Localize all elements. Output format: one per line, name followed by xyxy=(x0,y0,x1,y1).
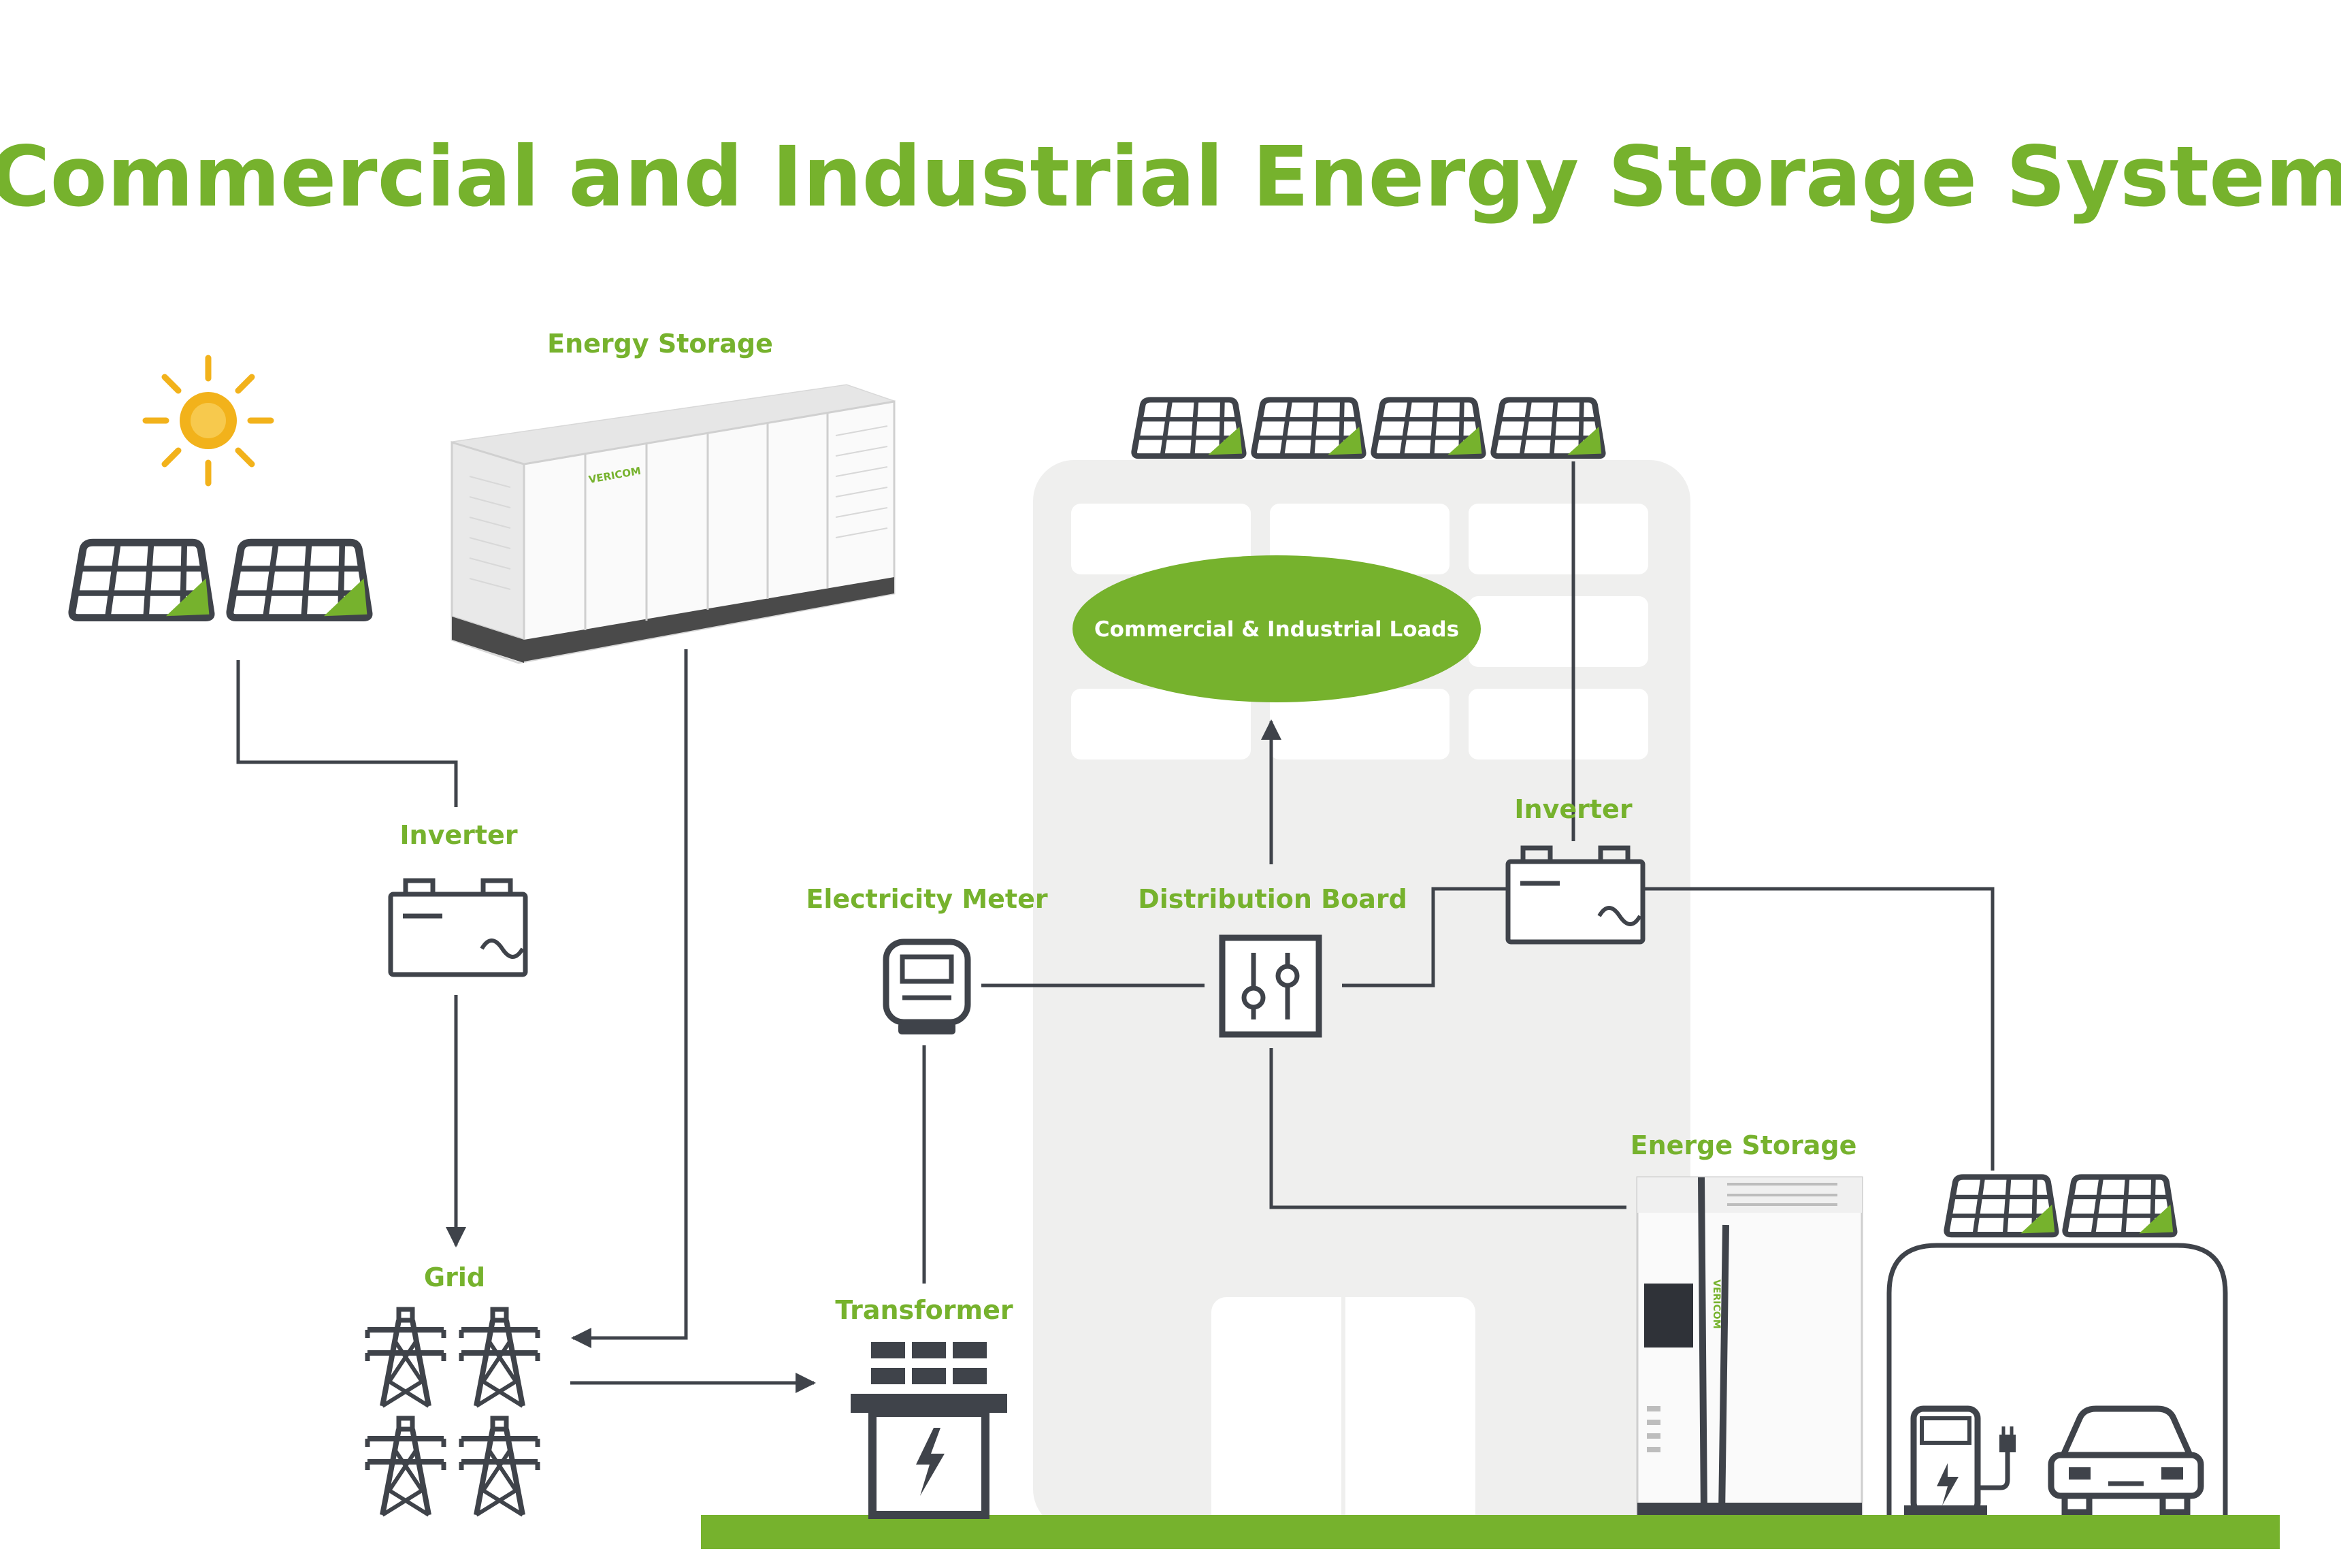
transmission-tower-icon xyxy=(461,1309,538,1406)
solar-panel-icon xyxy=(1374,399,1484,456)
distribution-board-icon xyxy=(1219,934,1322,1038)
transformer-icon xyxy=(851,1342,1007,1519)
electricity-meter-icon xyxy=(883,938,971,1034)
electricity-meter-label: Electricity Meter xyxy=(806,884,1047,914)
ev-charger-icon xyxy=(1904,1405,2016,1516)
grid-label: Grid xyxy=(424,1262,485,1292)
inverter-left-label: Inverter xyxy=(399,820,517,850)
solar-panel-icon xyxy=(1947,1177,2057,1235)
energy-storage-container: VERICOM xyxy=(451,384,896,664)
building xyxy=(1033,460,1690,1530)
rooftop-solar-panels xyxy=(1134,399,1603,456)
solar-panel-icon xyxy=(2065,1177,2175,1235)
distribution-board-label: Distribution Board xyxy=(1138,884,1407,914)
transformer-label: Transformer xyxy=(835,1295,1013,1325)
connector-lines xyxy=(236,461,1995,1393)
sun-icon xyxy=(142,355,274,487)
brand-logo: VERICOM xyxy=(1711,1279,1722,1329)
loads-ellipse xyxy=(1073,555,1481,702)
energy-storage-top-label: Energy Storage xyxy=(547,329,773,359)
loads-label: Commercial & Industrial Loads xyxy=(1094,617,1459,642)
transmission-tower-icon xyxy=(367,1418,444,1515)
energy-storage-cabinet: VERICOM xyxy=(1636,1176,1863,1516)
energy-storage-bottom-label: Energe Storage xyxy=(1631,1130,1857,1160)
inverter-right-label: Inverter xyxy=(1514,794,1632,824)
ground-bar xyxy=(701,1515,2280,1549)
solar-panel-icon xyxy=(230,542,369,617)
carport xyxy=(1886,1177,2228,1516)
solar-panel-icon xyxy=(72,542,211,617)
transmission-tower-icon xyxy=(461,1418,538,1515)
solar-panel-icon xyxy=(1134,399,1244,456)
page-title: Commercial and Industrial Energy Storage… xyxy=(0,129,2341,225)
solar-panel-icon xyxy=(1494,399,1603,456)
solar-panel-icon xyxy=(1254,399,1364,456)
inverter-icon xyxy=(1508,848,1643,942)
transmission-tower-icon xyxy=(367,1309,444,1406)
grid-towers xyxy=(367,1309,538,1515)
car-icon xyxy=(2048,1405,2204,1516)
inverter-icon xyxy=(391,881,525,975)
